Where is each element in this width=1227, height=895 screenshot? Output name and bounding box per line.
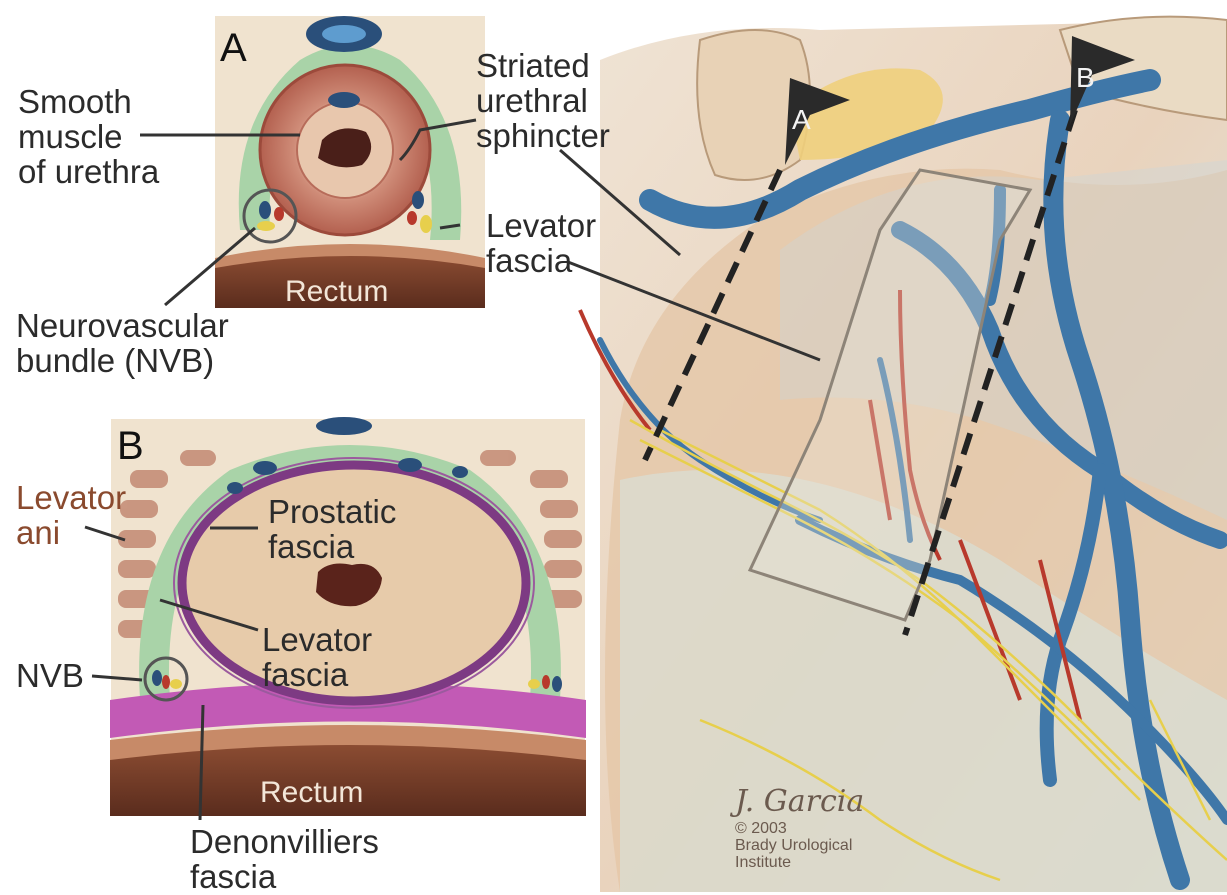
nerves	[629, 418, 1227, 882]
striated-sphincter-label: Striated urethral sphincter	[476, 47, 610, 154]
copyright-block: © 2003 Brady Urological Institute	[735, 820, 853, 871]
section-line-b	[902, 109, 1078, 636]
rectum-label-b: Rectum	[260, 776, 364, 809]
rectum-a	[215, 256, 485, 308]
levator-ani-label: Levator ani	[16, 479, 127, 551]
main-anatomical-view	[578, 15, 1227, 892]
nvb-circle-b	[143, 656, 189, 702]
marker-b-arrow	[1070, 36, 1135, 125]
rectum-b	[110, 745, 586, 816]
artist-signature: J. Garcia	[735, 784, 865, 819]
section-line-a	[642, 168, 783, 462]
levator-fascia-label-b: Levator fascia	[262, 621, 373, 693]
marker-a-label: A	[792, 104, 811, 135]
panel-a-letter: A	[220, 26, 247, 70]
nvb-label-short: NVB	[16, 657, 84, 694]
rectum-label-a: Rectum	[285, 275, 389, 308]
prostatic-fascia-label: Prostatic fascia	[268, 493, 397, 565]
urethral-lumen	[318, 128, 372, 168]
panel-b-letter: B	[117, 424, 144, 468]
marker-b-label: B	[1076, 62, 1095, 93]
nvb-label-full: Neurovascular bundle (NVB)	[16, 307, 229, 379]
marker-a-arrow	[785, 78, 850, 165]
panel-a-cross-section	[215, 16, 485, 308]
levator-fascia-label-top: Levator fascia	[486, 207, 597, 279]
prostatic-urethra	[316, 563, 382, 607]
arteries	[578, 289, 1082, 721]
smooth-muscle-label: Smooth muscle of urethra	[18, 83, 160, 190]
leader-lines	[84, 118, 821, 821]
nvb-circle-a	[242, 188, 298, 244]
panel-b-cross-section	[109, 417, 587, 817]
denonvilliers-label: Denonvilliers fascia	[190, 823, 379, 895]
